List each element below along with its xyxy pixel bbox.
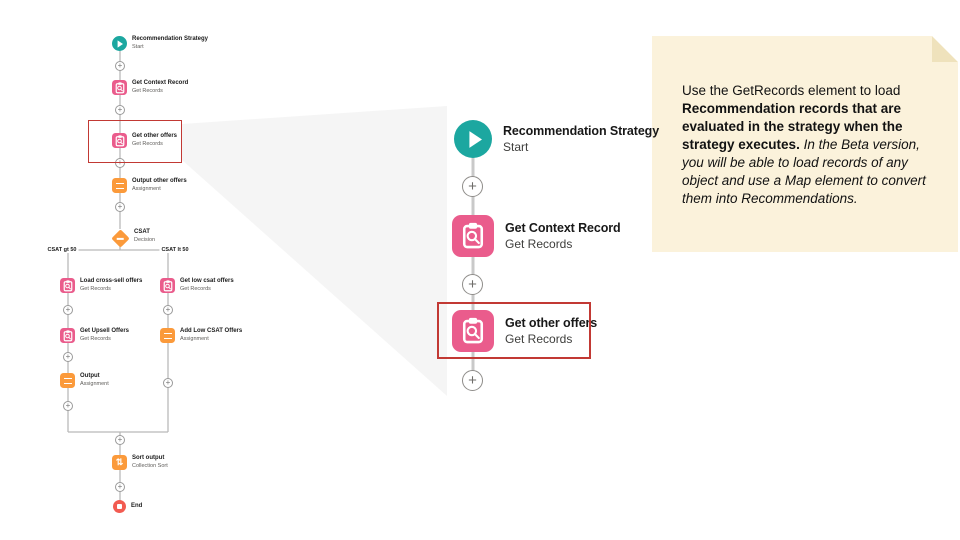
branch-label-csat-gt-50: CSAT gt 50: [45, 247, 79, 253]
node-label: Recommendation Strategy Start: [503, 124, 659, 154]
play-icon: [117, 39, 123, 48]
assignment-icon: [160, 328, 175, 343]
node-label: End: [131, 503, 142, 511]
get-records-icon: [60, 328, 75, 343]
node-label: Get low csat offers Get Records: [180, 278, 234, 293]
add-element-icon[interactable]: +: [115, 105, 125, 115]
callout-italic: In the Beta version, you will be able to…: [682, 136, 926, 206]
zoom-node-start[interactable]: Recommendation Strategy Start: [454, 120, 659, 158]
mini-node-end[interactable]: End: [113, 500, 142, 513]
add-element-icon[interactable]: +: [63, 305, 73, 315]
mini-node-get-context-record[interactable]: Get Context Record Get Records: [112, 80, 188, 95]
end-icon: [113, 500, 126, 513]
node-subtitle: Collection Sort: [132, 462, 168, 469]
node-title: Get other offers: [132, 133, 178, 139]
node-label: Get other offers Get Records: [505, 316, 597, 346]
callout-lead: Use the GetRecords element to load: [682, 83, 901, 98]
start-icon: [454, 120, 492, 158]
node-subtitle: Get Records: [505, 237, 573, 251]
get-records-icon: [112, 80, 127, 95]
add-element-icon[interactable]: +: [63, 401, 73, 411]
node-label: Sort output Collection Sort: [132, 455, 168, 470]
mini-node-get-upsell-offers[interactable]: Get Upsell Offers Get Records: [60, 328, 129, 343]
mini-node-sort-output[interactable]: ⇅ Sort output Collection Sort: [112, 455, 168, 470]
node-label: Output Assignment: [80, 373, 109, 388]
node-title: Output other offers: [132, 178, 187, 184]
node-title: Get Context Record: [132, 80, 189, 86]
highlight-box-mini: [88, 120, 182, 163]
get-records-icon: [60, 278, 75, 293]
callout-note: Use the GetRecords element to load Recom…: [652, 36, 958, 252]
mini-node-add-low-csat-offers[interactable]: Add Low CSAT Offers Assignment: [160, 328, 242, 343]
mini-node-output-assignment[interactable]: Output Assignment: [60, 373, 109, 388]
node-subtitle: Get Records: [80, 285, 111, 292]
zoom-node-get-context-record[interactable]: Get Context Record Get Records: [452, 215, 621, 257]
assignment-icon: [112, 178, 127, 193]
fold-corner: [932, 36, 958, 62]
node-title: Get Upsell Offers: [80, 328, 130, 334]
node-label: CSAT Decision: [134, 229, 155, 244]
node-subtitle: Get Records: [80, 335, 111, 342]
node-title: Output: [80, 373, 100, 379]
node-subtitle: Decision: [134, 236, 156, 243]
node-title: Sort output: [132, 455, 165, 461]
zoom-beam: [182, 106, 447, 396]
node-title: Recommendation Strategy: [503, 124, 660, 138]
node-subtitle: Assignment: [80, 380, 109, 387]
callout-text: Use the GetRecords element to load Recom…: [652, 36, 958, 208]
node-label: Get Context Record Get Records: [505, 221, 621, 251]
node-title: CSAT: [134, 229, 150, 235]
node-title: Load cross-sell offers: [80, 278, 143, 284]
start-icon: [112, 36, 127, 51]
add-element-icon[interactable]: +: [115, 482, 125, 492]
node-title: Get Context Record: [505, 221, 621, 235]
add-element-icon[interactable]: +: [163, 378, 173, 388]
highlight-box-zoom: [437, 302, 591, 359]
node-label: Output other offers Assignment: [132, 178, 187, 193]
node-subtitle: Get Records: [180, 285, 211, 292]
mini-node-start[interactable]: Recommendation Strategy Start: [112, 36, 208, 51]
mini-node-csat-decision[interactable]: CSAT Decision: [110, 228, 155, 248]
add-element-icon[interactable]: +: [462, 274, 483, 295]
add-element-icon[interactable]: +: [462, 370, 483, 391]
branch-label-csat-lt-50: CSAT lt 50: [159, 247, 191, 253]
add-element-icon[interactable]: +: [115, 61, 125, 71]
node-subtitle: Get Records: [132, 87, 163, 94]
node-subtitle: Get Records: [505, 332, 573, 346]
node-subtitle: Start: [132, 43, 144, 50]
assignment-icon: [60, 373, 75, 388]
get-records-icon: [452, 215, 494, 257]
node-label: Load cross-sell offers Get Records: [80, 278, 142, 293]
add-element-icon[interactable]: +: [163, 305, 173, 315]
mini-node-output-other-offers[interactable]: Output other offers Assignment: [112, 178, 187, 193]
collection-sort-icon: ⇅: [112, 455, 127, 470]
node-label: Recommendation Strategy Start: [132, 36, 208, 51]
get-records-icon: [160, 278, 175, 293]
node-title: Recommendation Strategy: [132, 36, 209, 42]
mini-node-get-low-csat-offers[interactable]: Get low csat offers Get Records: [160, 278, 234, 293]
node-label: Add Low CSAT Offers Assignment: [180, 328, 242, 343]
node-title: End: [131, 502, 143, 509]
decision-icon: [110, 228, 130, 248]
node-title: Add Low CSAT Offers: [180, 328, 243, 334]
add-element-icon[interactable]: +: [115, 435, 125, 445]
callout-bold: Recommendation records that are evaluate…: [682, 100, 903, 152]
node-label: Get other offers Get Records: [132, 133, 177, 148]
add-element-icon[interactable]: +: [63, 352, 73, 362]
node-label: Get Upsell Offers Get Records: [80, 328, 129, 343]
node-subtitle: Start: [503, 140, 529, 154]
node-subtitle: Get Records: [132, 140, 163, 147]
node-title: Get low csat offers: [180, 278, 234, 284]
add-element-icon[interactable]: +: [115, 202, 125, 212]
play-icon: [468, 130, 482, 148]
node-label: Get Context Record Get Records: [132, 80, 188, 95]
add-element-icon[interactable]: +: [462, 176, 483, 197]
node-subtitle: Assignment: [180, 335, 209, 342]
node-subtitle: Assignment: [132, 185, 161, 192]
mini-node-load-cross-sell-offers[interactable]: Load cross-sell offers Get Records: [60, 278, 142, 293]
node-title: Get other offers: [505, 316, 598, 330]
